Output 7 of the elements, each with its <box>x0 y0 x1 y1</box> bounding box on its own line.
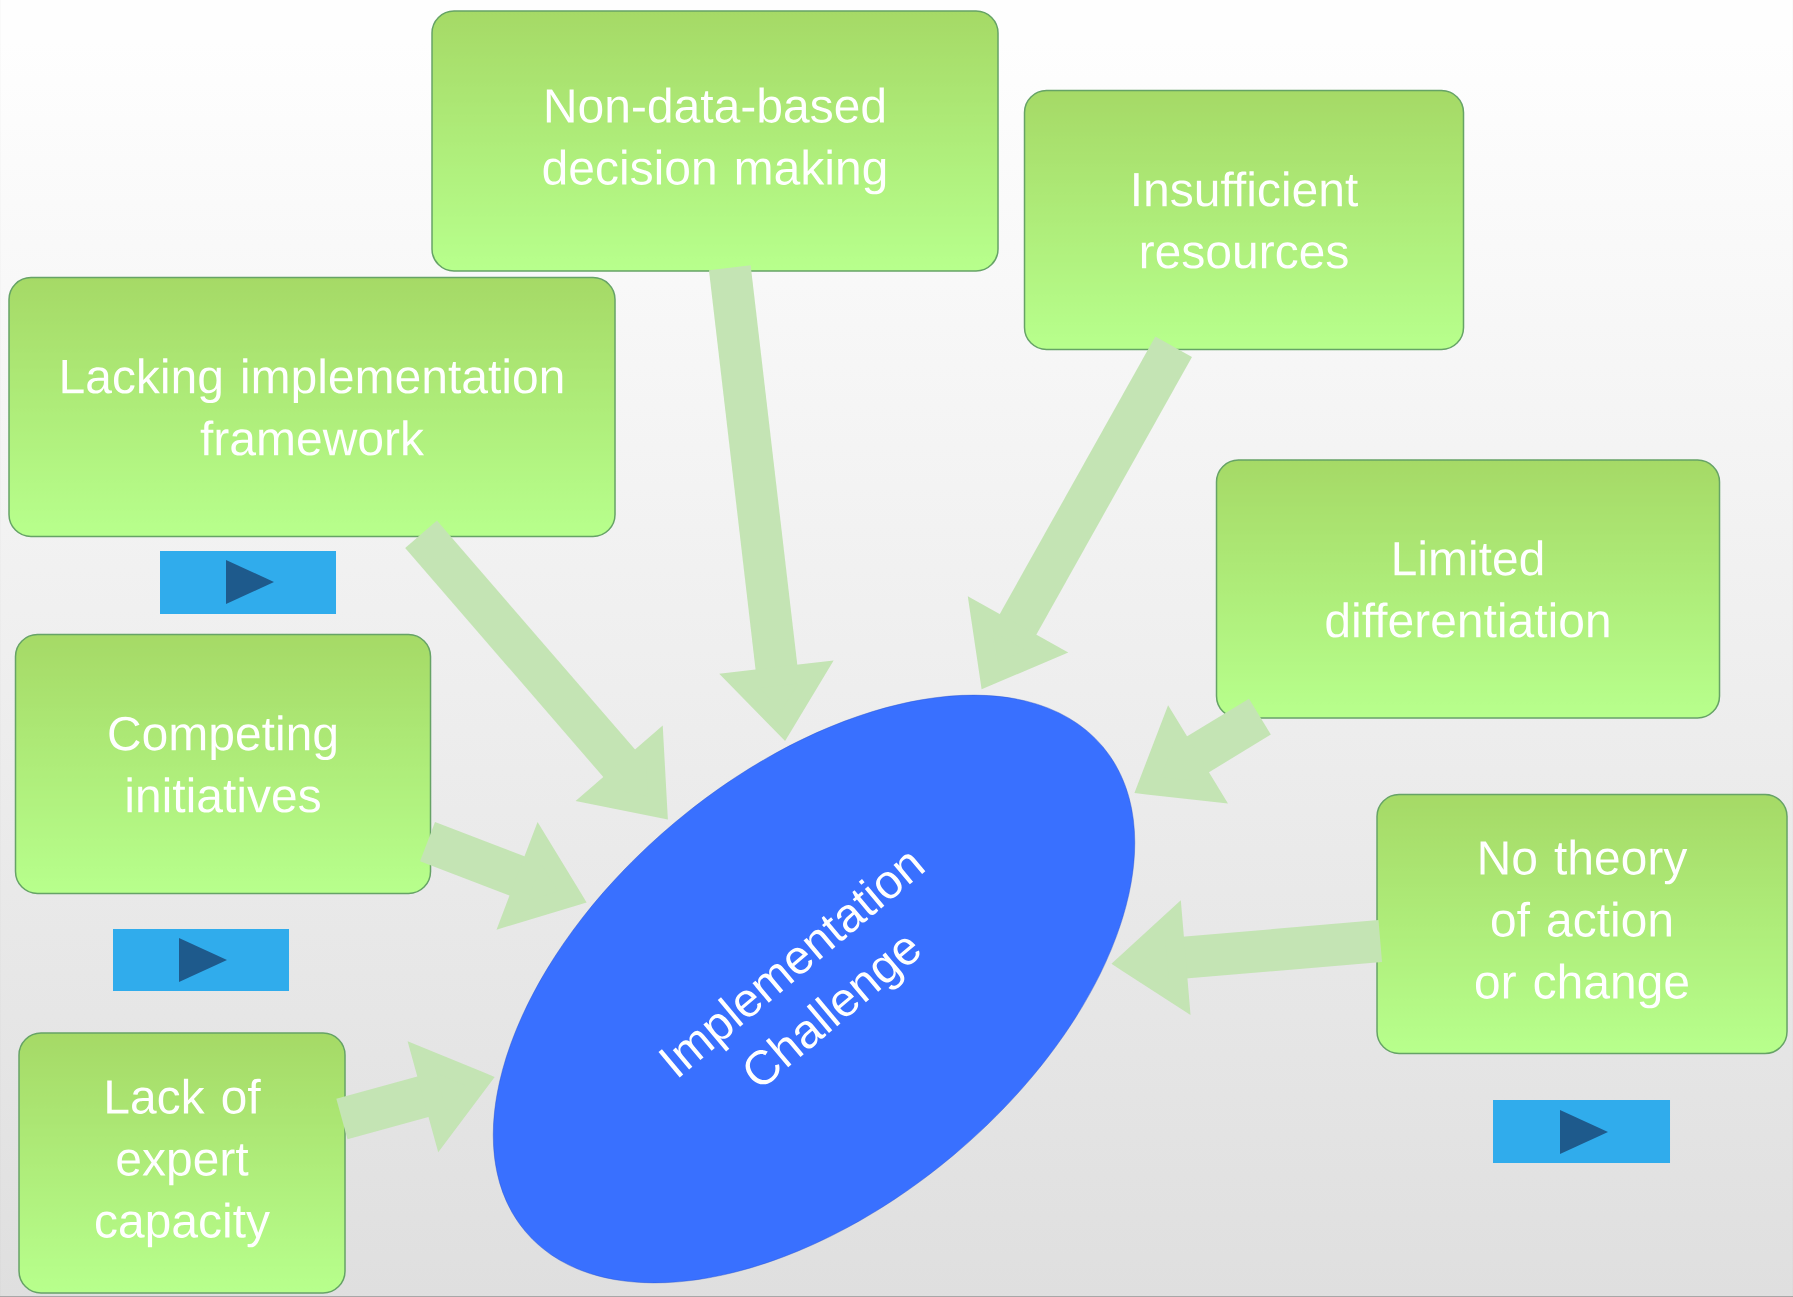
cause-box: Competing initiatives <box>14 633 432 895</box>
cause-box: Non-data-based decision making <box>431 10 999 272</box>
cause-box: Lack of expert capacity <box>18 1032 346 1294</box>
cause-box: Lacking implementation framework <box>8 276 616 538</box>
cause-box: No theory of action or change <box>1376 793 1788 1055</box>
cause-box: Insufficient resources <box>1023 89 1465 351</box>
cause-box: Limited differentiation <box>1215 459 1721 719</box>
